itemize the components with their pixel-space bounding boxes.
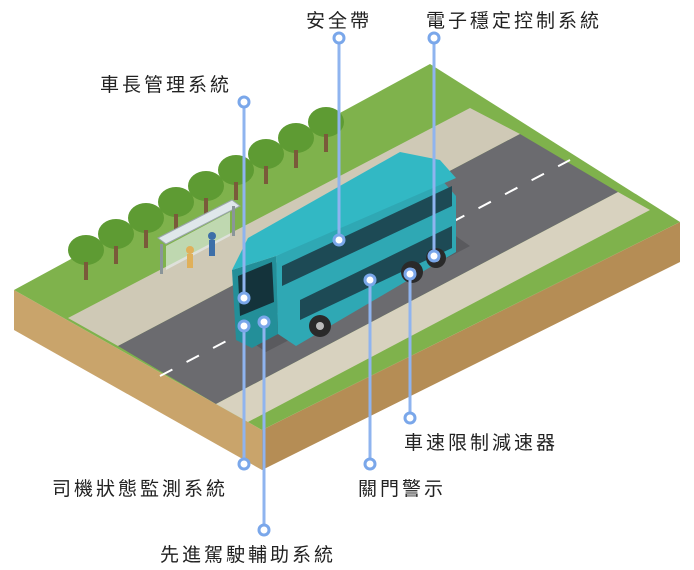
label-fleet-mgmt: 車長管理系統 xyxy=(100,74,233,96)
callout-markers xyxy=(237,31,441,537)
label-adas: 先進駕駛輔助系統 xyxy=(160,544,337,566)
label-esc: 電子穩定控制系統 xyxy=(426,10,603,32)
marker-speed-end xyxy=(403,411,417,425)
marker-driver-bus xyxy=(237,319,251,333)
label-seatbelt: 安全帶 xyxy=(306,10,373,32)
callouts xyxy=(242,38,436,530)
earth-left-face xyxy=(14,290,262,470)
lower-windows xyxy=(300,226,452,320)
marker-seatbelt-top xyxy=(332,31,346,45)
label-speed-limiter: 車速限制減速器 xyxy=(404,432,559,454)
marker-speed-bus xyxy=(403,267,417,281)
marker-adas-end xyxy=(257,523,271,537)
earth-right-face xyxy=(262,222,680,470)
marker-esc-top xyxy=(427,31,441,45)
marker-adas-bus xyxy=(257,315,271,329)
marker-driver-end xyxy=(237,457,251,471)
marker-fleet-top xyxy=(237,95,251,109)
sidewalk-front xyxy=(216,192,650,422)
marker-door-end xyxy=(363,457,377,471)
label-driver-monitor: 司機狀態監測系統 xyxy=(52,478,229,500)
label-door-warning: 關門警示 xyxy=(358,478,447,500)
marker-fleet-bus xyxy=(237,291,251,305)
upper-windows xyxy=(282,186,452,286)
marker-seatbelt-bus xyxy=(332,233,346,247)
bus-roof xyxy=(232,152,456,270)
marker-esc-bus xyxy=(427,249,441,263)
marker-door-bus xyxy=(363,273,377,287)
double-decker-bus xyxy=(232,152,470,352)
bus-shelter xyxy=(157,199,241,274)
